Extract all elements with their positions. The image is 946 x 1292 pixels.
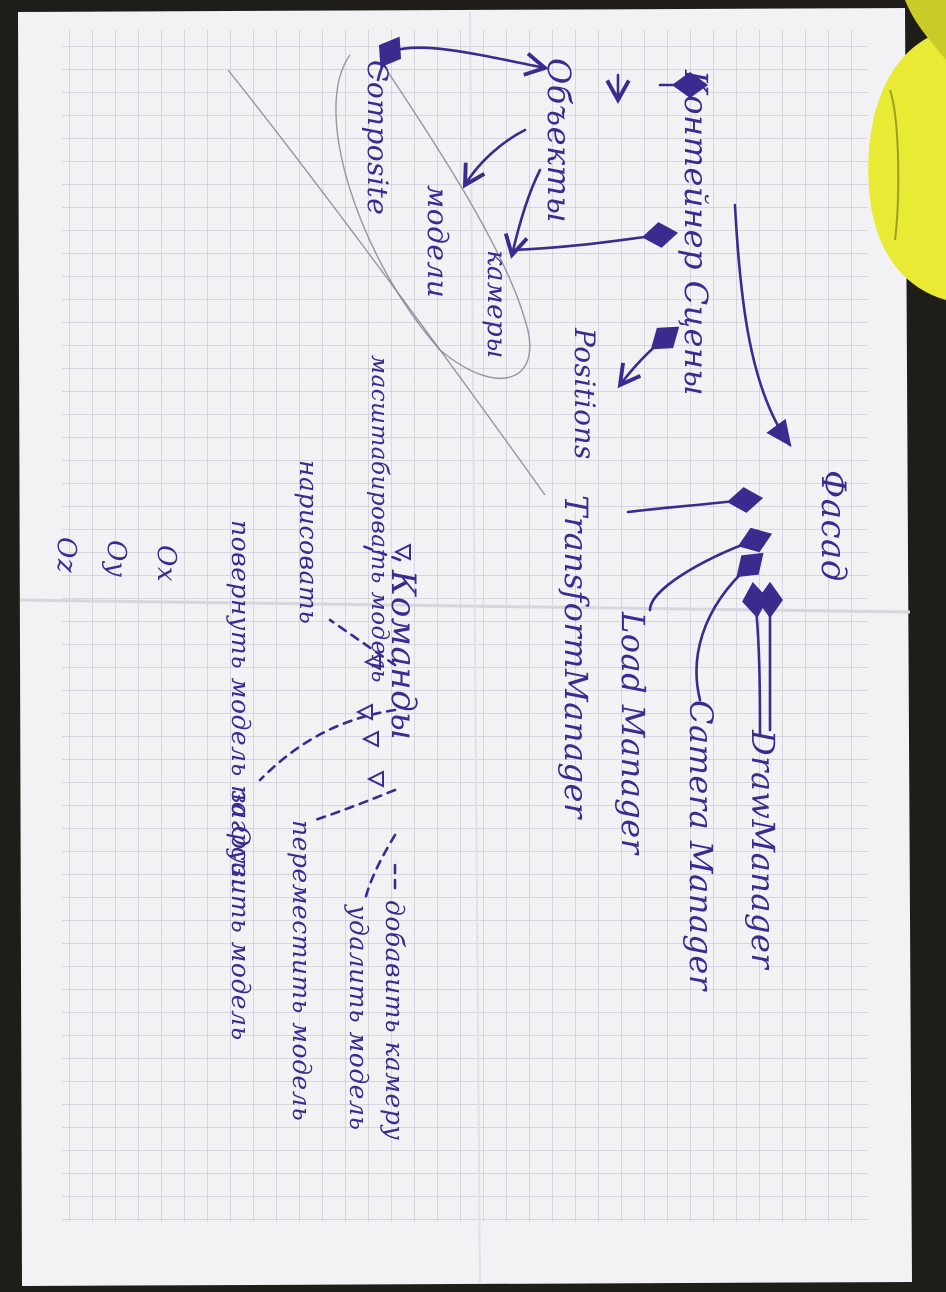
commands-label: Команды <box>383 569 423 740</box>
paper-fold-vertical <box>469 11 481 1285</box>
objects-label: Объекты <box>540 58 578 223</box>
facade-label: Фасад <box>813 470 853 582</box>
composite-label: Composite <box>361 60 394 215</box>
models-label: модели <box>421 185 454 298</box>
rotate-model-label: повернуть модель по Оси: <box>226 520 255 887</box>
scale-model-label: масштабировать модель <box>366 355 392 683</box>
transform-manager-label: TransformManager <box>557 495 595 820</box>
command-connectors <box>258 543 402 902</box>
add-camera-label: добавить камеру <box>380 900 409 1140</box>
draw-label: нарисовать <box>294 460 323 624</box>
axis-y-label: Oy <box>101 540 131 577</box>
draw-manager-label: DrawManager <box>744 729 782 970</box>
axis-z-label: Oz <box>51 537 81 573</box>
scene-container-label: Контейнер Сцены <box>677 69 715 396</box>
load-manager-label: Load Manager <box>614 611 652 856</box>
axis-x-label: Ox <box>151 545 181 582</box>
camera-manager-label: Camera Manager <box>682 700 720 992</box>
command-triangles <box>355 543 411 788</box>
yellow-cup-image <box>868 0 946 300</box>
move-model-label: переместить модель <box>287 820 316 1121</box>
ink-connectors <box>376 36 792 737</box>
paper-grid <box>62 30 868 1222</box>
delete-model-label: удалить модель <box>344 904 373 1130</box>
pencil-marks <box>227 54 546 496</box>
load-model-label: загрузить модель <box>226 790 255 1041</box>
positions-label: Positions <box>568 327 601 460</box>
cameras-label: камеры <box>481 250 511 359</box>
